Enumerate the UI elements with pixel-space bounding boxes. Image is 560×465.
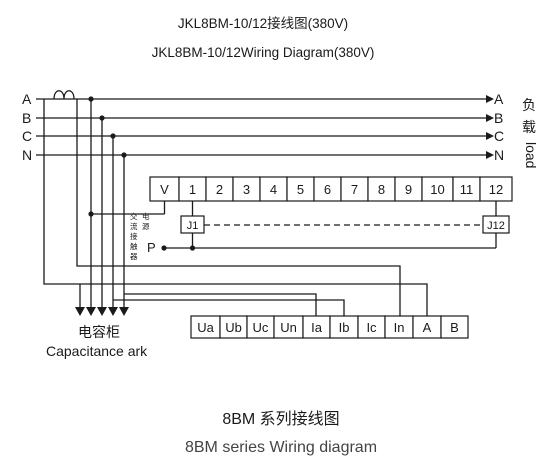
contactor-note-col1-2: 流	[130, 221, 138, 231]
arrow-right-b	[486, 114, 494, 122]
bottom-terminal-label-b: B	[450, 320, 459, 335]
contactor-note-col2-2: 源	[142, 222, 150, 231]
phase-label-left-n: N	[22, 147, 32, 163]
arrow-right-c	[486, 132, 494, 140]
bottom-terminal-label-ia: Ia	[311, 320, 323, 335]
bottom-terminal-b	[440, 315, 469, 339]
phase-label-right-b: B	[494, 110, 503, 126]
relay-terminal-label-9: 9	[405, 182, 412, 197]
wire-to-ib-lead	[113, 299, 345, 316]
arrow-down-4	[108, 307, 118, 316]
current-transformer-coil	[53, 90, 75, 100]
cabinet-label-en: Capacitance ark	[46, 343, 148, 359]
phase-label-left-c: C	[22, 128, 32, 144]
relay-terminal-label-2: 2	[216, 182, 223, 197]
wire-ct-inner	[76, 99, 401, 316]
phase-label-right-a: A	[494, 91, 504, 107]
relay-terminal-label-v: V	[160, 182, 169, 197]
arrow-right-a	[486, 95, 494, 103]
contactor-note-col2-1: 电	[142, 211, 150, 221]
contactor-note-col1-1: 交	[130, 211, 138, 221]
title-line2: JKL8BM-10/12Wiring Diagram(380V)	[152, 45, 375, 60]
phase-label-right-c: C	[494, 128, 504, 144]
junction-dot-b	[99, 115, 105, 121]
bottom-terminal-label-a: A	[423, 320, 432, 335]
relay-terminal-10	[421, 176, 454, 202]
wire-to-ia-lead	[124, 293, 317, 316]
phase-label-left-a: A	[22, 91, 32, 107]
phase-label-left-b: B	[22, 110, 31, 126]
contactor-note-col1-3: 接	[130, 231, 138, 241]
bottom-terminal-label-in: In	[394, 320, 405, 335]
contactor-j12-label: J12	[487, 220, 505, 232]
relay-terminal-label-5: 5	[297, 182, 304, 197]
relay-terminal-label-12: 12	[489, 182, 503, 197]
junction-dot-n	[121, 152, 127, 158]
wire-ct-outer	[43, 99, 428, 316]
load-label-zh-1: 负	[522, 97, 536, 113]
relay-terminal-8	[367, 176, 396, 202]
arrow-down-2	[86, 307, 96, 316]
bottom-terminal-label-ic: Ic	[366, 320, 377, 335]
load-label-zh-2: 载	[522, 119, 536, 135]
junction-dot-a	[88, 96, 94, 102]
bottom-terminal-label-ua: Ua	[197, 320, 214, 335]
bottom-terminal-strip: Ua Ub Uc Un Ia Ib Ic In A B	[190, 315, 469, 339]
relay-terminal-9	[394, 176, 423, 202]
bottom-terminal-label-ib: Ib	[339, 320, 350, 335]
contactor-j1-label: J1	[187, 220, 199, 232]
relay-terminal-label-11: 11	[460, 182, 474, 197]
load-label-en: load	[523, 142, 539, 168]
arrow-down-5	[119, 307, 129, 316]
relay-terminal-2	[205, 176, 234, 202]
bottom-terminal-label-un: Un	[280, 320, 297, 335]
relay-terminal-label-3: 3	[243, 182, 250, 197]
relay-terminal-strip: V 1 2 3 4 5 6 7 8 9 10 11 12	[149, 176, 513, 202]
relay-terminal-label-8: 8	[378, 182, 385, 197]
caption-zh: 8BM 系列接线图	[222, 410, 339, 428]
relay-terminal-label-1: 1	[189, 182, 196, 197]
relay-terminal-4	[259, 176, 288, 202]
junction-dot-c	[110, 133, 116, 139]
cabinet-label-zh: 电容柜	[78, 324, 120, 340]
caption-en: 8BM series Wiring diagram	[185, 439, 377, 456]
relay-terminal-label-4: 4	[270, 182, 277, 197]
relay-terminal-label-6: 6	[324, 182, 331, 197]
contactor-note-col1-5: 器	[130, 252, 138, 261]
arrow-down-3	[97, 307, 107, 316]
v-terminal-junction-dot	[88, 211, 94, 217]
relay-terminal-12	[479, 176, 513, 202]
relay-terminal-6	[313, 176, 342, 202]
bottom-terminal-label-ub: Ub	[225, 320, 242, 335]
relay-terminal-3	[232, 176, 261, 202]
phase-label-right-n: N	[494, 147, 504, 163]
arrow-right-n	[486, 151, 494, 159]
contactor-note-col1-4: 触	[130, 241, 138, 251]
relay-terminal-label-10: 10	[430, 182, 444, 197]
title-line1: JKL8BM-10/12接线图(380V)	[178, 15, 348, 31]
p-label: P	[147, 240, 156, 255]
relay-terminal-label-7: 7	[351, 182, 358, 197]
relay-terminal-5	[286, 176, 315, 202]
bottom-terminal-label-uc: Uc	[253, 320, 269, 335]
arrow-down-1	[75, 307, 85, 316]
